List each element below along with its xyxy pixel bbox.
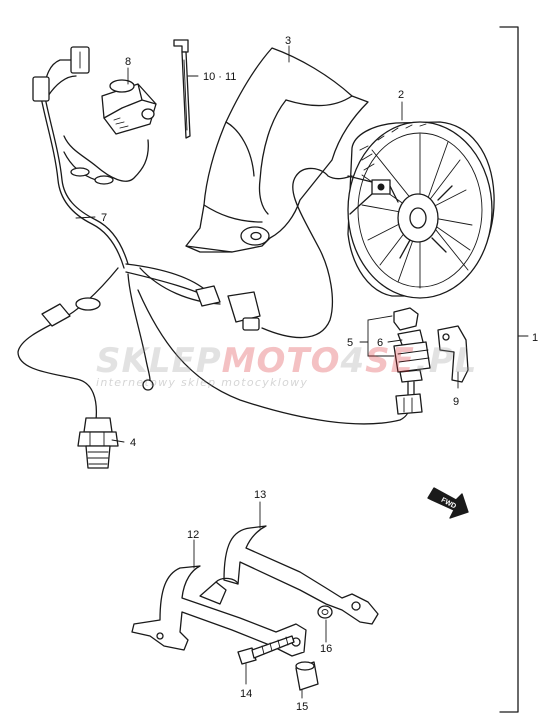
callout-12: 12 [187,529,199,541]
thermo-switch [77,417,119,469]
watermark-brand-part2: MOTO [222,341,341,381]
watermark-tagline: internetowy sklep motocyklowy [96,376,308,389]
callout-1: 1 [532,332,538,344]
callout-6: 6 [377,337,383,349]
cable-tie [173,39,191,139]
fan-switch-assembly [359,307,469,415]
callout-4: 4 [130,437,136,449]
cooling-fan [347,121,495,299]
watermark: SKLEPMOTO4SE.PL internetowy sklep motocy… [96,341,477,389]
wiring-harness [17,59,410,425]
callout-16: 16 [320,643,332,655]
assembly-bracket [499,26,529,713]
watermark-brand-part5: .PL [415,341,478,381]
support-brackets [131,525,379,657]
fan-shroud [185,47,369,253]
watermark-brand-part3: 4 [340,341,366,381]
fwd-arrow-icon: FWD [427,487,469,519]
callout-7: 7 [101,212,107,224]
callout-9: 9 [453,396,459,408]
callout-leaders [75,45,459,699]
callout-labels: 1 2 3 4 5 6 7 8 9 10 · 11 12 13 14 15 16 [101,35,538,713]
callout-2: 2 [398,89,404,101]
watermark-brand-part1: SKLEP [96,341,222,381]
watermark-brand: SKLEPMOTO4SE.PL [96,341,477,381]
fasteners [237,605,333,691]
watermark-brand-part4: SE [365,341,415,381]
callout-13: 13 [254,489,266,501]
harness-connectors [32,46,261,331]
callout-3: 3 [285,35,291,47]
fan-relay [101,79,157,135]
callout-15: 15 [296,701,308,713]
callout-10-11: 10 · 11 [203,71,236,83]
callout-14: 14 [240,688,252,700]
callout-8: 8 [125,56,131,68]
callout-5: 5 [347,337,353,349]
